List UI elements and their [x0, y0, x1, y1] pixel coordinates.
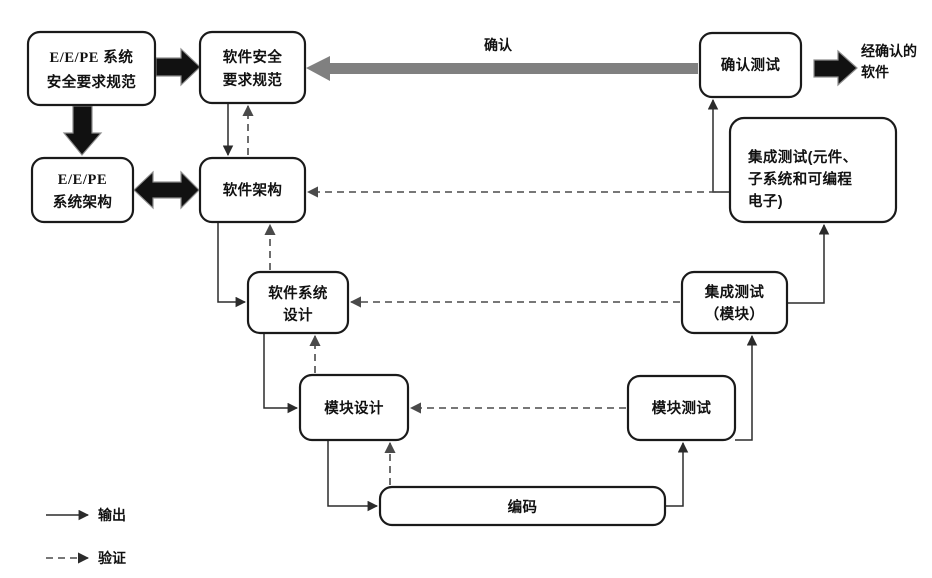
node-eepe-system-architecture[interactable]: E/E/PE 系统架构 — [30, 156, 135, 224]
node-label-module-design: 模块设计 — [324, 399, 384, 417]
node-label-integration-test-module-line2: （模块） — [705, 305, 765, 323]
node-label-integration-test-system-line1: 集成测试(元件、 — [747, 148, 858, 166]
node-validation-test[interactable]: 确认测试 — [698, 31, 803, 99]
flow-systemdesign-to-moduledesign — [263, 333, 299, 414]
node-label-integration-test-system-line2: 子系统和可编程 — [748, 170, 852, 188]
label-validated-software-line1: 经确认的 — [861, 43, 917, 59]
node-label-validation-test: 确认测试 — [721, 56, 781, 74]
node-module-test[interactable]: 模块测试 — [626, 374, 737, 442]
node-module-design[interactable]: 模块设计 — [298, 373, 410, 442]
node-integration-test-system[interactable]: 集成测试(元件、 子系统和可编程 电子) — [728, 116, 898, 224]
node-label-software-system-design-line1: 软件系统 — [268, 284, 328, 302]
node-eepe-safety-requirement[interactable]: E/E/PE 系统 安全要求规范 — [26, 30, 157, 107]
node-label-eepe-safety-requirement-line1: E/E/PE 系统 — [50, 48, 134, 66]
flow-coding-to-moduletest — [665, 441, 689, 507]
flow-moduledesign-to-coding — [327, 440, 379, 512]
node-label-eepe-safety-requirement-line2: 安全要求规范 — [47, 73, 136, 91]
block-arrow-eepe-to-software-req — [155, 47, 201, 87]
legend-label-output: 输出 — [98, 507, 126, 523]
gray-validation-arrow — [306, 56, 698, 81]
node-label-integration-test-system-line3: 电子) — [748, 192, 783, 210]
block-arrow-eepe-arch-to-software-arch — [133, 170, 200, 210]
flow-architecture-to-systemdesign — [217, 222, 247, 308]
node-label-coding: 编码 — [508, 498, 538, 516]
node-label-software-safety-requirement-line2: 要求规范 — [223, 71, 283, 89]
node-software-architecture[interactable]: 软件架构 — [198, 156, 307, 224]
legend-label-verify: 验证 — [98, 550, 126, 566]
node-label-eepe-system-architecture-line1: E/E/PE — [58, 172, 108, 188]
node-label-software-architecture: 软件架构 — [223, 181, 283, 199]
node-label-module-test: 模块测试 — [652, 399, 712, 417]
block-arrow-validationtest-to-validatedsoftware — [813, 49, 858, 87]
label-validated-software-line2: 软件 — [861, 64, 889, 80]
flow-integrationsystem-to-validationtest — [707, 98, 730, 193]
node-coding[interactable]: 编码 — [378, 485, 667, 527]
node-software-safety-requirement[interactable]: 软件安全 要求规范 — [198, 30, 307, 105]
label-validation: 确认 — [484, 37, 513, 53]
legend-item-output: 输出 — [46, 507, 126, 523]
flow-moduletest-to-integrationmodule — [735, 334, 758, 441]
node-integration-test-module[interactable]: 集成测试 （模块） — [680, 270, 789, 335]
block-arrow-eepe-req-to-eepe-arch — [62, 105, 103, 156]
node-label-integration-test-module-line1: 集成测试 — [704, 283, 765, 301]
node-label-software-safety-requirement-line1: 软件安全 — [223, 48, 283, 66]
legend-item-verify: 验证 — [46, 550, 126, 566]
legend: 输出 验证 — [46, 507, 126, 566]
node-label-eepe-system-architecture-line2: 系统架构 — [53, 193, 113, 211]
node-label-software-system-design-line2: 设计 — [283, 306, 313, 324]
node-software-system-design[interactable]: 软件系统 设计 — [246, 270, 350, 335]
flow-integrationmodule-to-integrationsystem — [787, 223, 830, 304]
